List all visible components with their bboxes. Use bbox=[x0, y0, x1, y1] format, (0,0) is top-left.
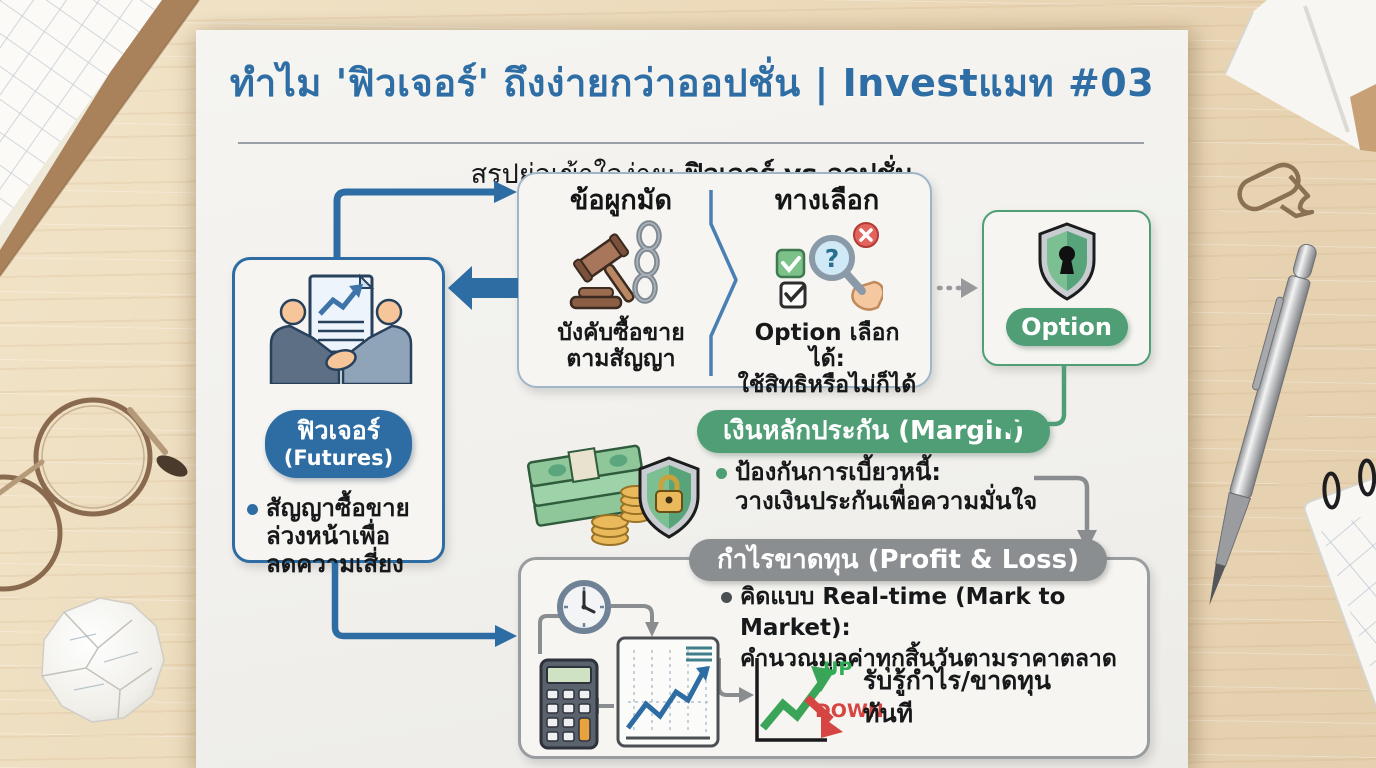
spiral-notepad bbox=[1303, 382, 1376, 768]
binder-clip bbox=[1237, 162, 1315, 219]
choice-desc-line2: ใช้สิทธิหรือไม่ก็ได้ bbox=[737, 372, 917, 398]
handshake-contract-icon bbox=[269, 273, 413, 384]
shield-keyhole-icon bbox=[1038, 222, 1095, 301]
clock-icon bbox=[557, 580, 611, 634]
infographic-paper: ทำไม 'ฟิวเจอร์' ถึงง่ายกว่าออปชั่น | Inv… bbox=[196, 30, 1188, 768]
gavel-chain-icon bbox=[569, 220, 662, 310]
choice-column: ทางเลือก ? Option เลือกได้: ใช้สิทธิหรือ… bbox=[737, 184, 917, 398]
crumpled-paper-ball bbox=[41, 597, 165, 723]
comparison-box: ข้อผูกมัด bbox=[517, 172, 932, 398]
price-chart-doc-icon bbox=[616, 636, 720, 748]
futures-badge: ฟิวเจอร์ (Futures) bbox=[265, 410, 412, 478]
futures-desc-line1: สัญญาซื้อขาย bbox=[266, 494, 410, 522]
futures-badge-title: ฟิวเจอร์ bbox=[296, 416, 381, 445]
obligation-column: ข้อผูกมัด bbox=[531, 184, 711, 372]
bullet-dot bbox=[247, 504, 258, 515]
svg-text:?: ? bbox=[825, 244, 840, 273]
title-divider bbox=[238, 142, 1144, 144]
corner-notepad bbox=[1224, 0, 1376, 152]
eyeglasses bbox=[0, 397, 188, 592]
profit-loss-box: กำไรขาดทุน (Profit & Loss) bbox=[518, 539, 1150, 759]
pl-result-line2: ทันที bbox=[863, 699, 914, 728]
choice-magnifier-icon: ? bbox=[775, 222, 883, 311]
obligation-desc-line1: บังคับซื้อขาย bbox=[557, 320, 685, 346]
up-down-chart-icon bbox=[755, 658, 843, 742]
calculator-icon bbox=[539, 658, 599, 750]
margin-description: ป้องกันการเบี้ยวหนี้: วางเงินประกันเพื่อ… bbox=[716, 458, 1037, 516]
obligation-title: ข้อผูกมัด bbox=[569, 185, 673, 216]
futures-badge-subtitle: (Futures) bbox=[283, 446, 394, 470]
down-label: DOWN bbox=[815, 700, 884, 722]
money-shield-icon bbox=[526, 444, 700, 546]
bullet-dot bbox=[716, 468, 727, 479]
bullet-dot bbox=[721, 592, 732, 603]
page-title: ทำไม 'ฟิวเจอร์' ถึงง่ายกว่าออปชั่น | Inv… bbox=[229, 61, 1155, 105]
grid-notebook bbox=[0, 0, 200, 277]
option-badge: Option bbox=[1005, 308, 1128, 346]
choice-title: ทางเลือก bbox=[774, 185, 880, 216]
margin-desc-line1: ป้องกันการเบี้ยวหนี้: bbox=[735, 458, 942, 486]
profit-loss-result: รับรู้กำไร/ขาดทุน ทันที bbox=[863, 664, 1051, 730]
pl-result-line1: รับรู้กำไร/ขาดทุน bbox=[863, 666, 1051, 695]
pl-desc-line1: คิดแบบ Real-time (Mark to Market): bbox=[740, 584, 1066, 641]
futures-box: ฟิวเจอร์ (Futures) สัญญาซื้อขาย ล่วงหน้า… bbox=[232, 257, 445, 578]
option-box: Option bbox=[982, 210, 1151, 366]
profit-loss-badge: กำไรขาดทุน (Profit & Loss) bbox=[689, 539, 1107, 581]
choice-desc-line1: Option เลือกได้: bbox=[754, 320, 900, 372]
column-divider bbox=[709, 190, 738, 376]
margin-badge: เงินหลักประกัน (Margin) bbox=[697, 410, 1051, 453]
pen bbox=[1209, 243, 1317, 606]
up-label: UP bbox=[823, 658, 853, 680]
obligation-desc-line2: ตามสัญญา bbox=[566, 346, 676, 372]
profit-loss-description: คิดแบบ Real-time (Mark to Market): คำนวณ… bbox=[721, 582, 1147, 675]
pl-desc-line2: คำนวณมูลค่าทุกสิ้นวันตามราคาตลาด bbox=[740, 646, 1117, 672]
futures-description: สัญญาซื้อขาย ล่วงหน้าเพื่อ ลดความเสี่ยง bbox=[247, 494, 410, 578]
futures-desc-line2: ล่วงหน้าเพื่อ bbox=[266, 522, 391, 550]
margin-desc-line2: วางเงินประกันเพื่อความมั่นใจ bbox=[735, 487, 1038, 515]
futures-desc-line3: ลดความเสี่ยง bbox=[266, 550, 404, 578]
